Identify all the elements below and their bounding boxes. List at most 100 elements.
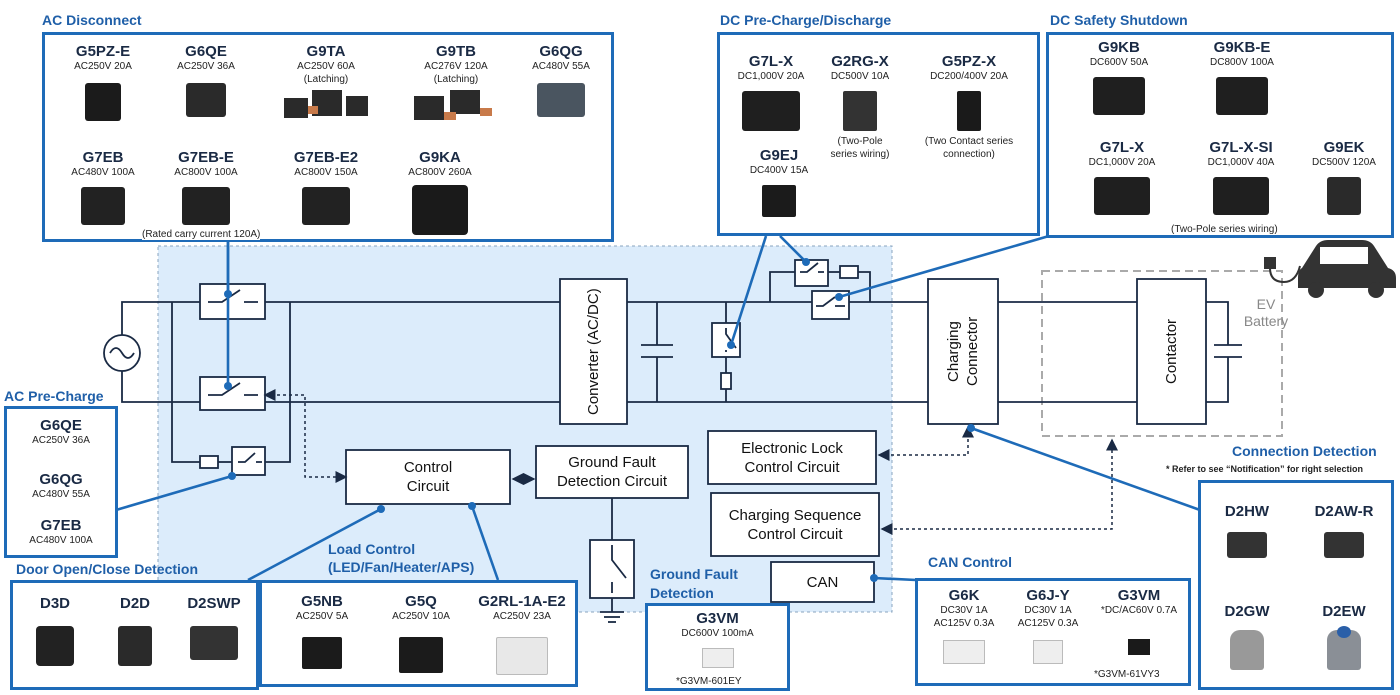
ac-precharge-relay <box>231 446 266 476</box>
ac-precharge-title: AC Pre-Charge <box>4 388 104 404</box>
relay-image <box>1216 77 1268 115</box>
relay-image <box>1093 77 1145 115</box>
product-spec: AC250V 36A <box>32 435 90 446</box>
relay-image <box>182 187 230 225</box>
product-name: G9KA <box>419 149 461 166</box>
product-name: G6QE <box>40 417 82 434</box>
dc-safety-panel: G9KB DC600V 50A G9KB-E DC800V 100A G7L-X… <box>1046 32 1394 238</box>
relay-image <box>701 648 734 668</box>
product-spec: AC480V 100A <box>71 167 135 178</box>
product-g3vm-can: G3VM *DC/AC60V 0.7A <box>1090 587 1188 655</box>
product-g5pz-e: G5PZ-E AC250V 20A <box>65 43 141 121</box>
product-name: G7EB-E <box>178 149 234 166</box>
gfd-circuit-label: Ground Fault Detection Circuit <box>556 454 668 490</box>
product-d2swp: D2SWP <box>179 595 249 660</box>
switch-image <box>1227 532 1267 558</box>
product-g6qg-precharge: G6QG AC480V 55A <box>7 471 115 501</box>
product-spec: DC30V 1A <box>940 605 988 616</box>
product-spec: AC125V 0.3A <box>1017 618 1079 629</box>
product-spec: DC500V 120A <box>1312 157 1376 168</box>
switch-image <box>1230 630 1264 670</box>
contactor-label: Contactor <box>1163 318 1180 385</box>
relay-image <box>742 91 800 131</box>
product-name: D2D <box>119 595 150 612</box>
relay-image <box>85 83 121 121</box>
product-g6qg: G6QG AC480V 55A <box>519 43 603 117</box>
product-d3d: D3D <box>25 595 85 666</box>
product-g9kb-e: G9KB-E DC800V 100A <box>1197 39 1287 115</box>
product-g9ka: G9KA AC800V 260A <box>385 149 495 235</box>
product-g9ta: G9TA AC250V 60A (Latching) <box>271 43 381 120</box>
product-g9ej: G9EJ DC400V 15A <box>734 147 824 217</box>
product-name: G6K <box>948 587 980 604</box>
product-spec: AC480V 55A <box>32 489 90 500</box>
door-detection-title: Door Open/Close Detection <box>16 561 199 577</box>
product-spec: DC30V 1A <box>1024 605 1072 616</box>
product-g2rl-1a-e2: G2RL-1A-E2 AC250V 23A <box>472 593 572 675</box>
product-name: G3VM <box>1117 587 1161 604</box>
contactor-block <box>1136 278 1207 425</box>
product-spec: AC250V 20A <box>74 61 132 72</box>
product-name: G9EJ <box>759 147 799 164</box>
product-g9ek: G9EK DC500V 120A <box>1301 139 1387 215</box>
product-spec: AC480V 100A <box>29 535 93 546</box>
product-name: G9KB-E <box>1213 39 1271 56</box>
can-control-footnote: *G3VM-61VY3 <box>1094 669 1160 680</box>
product-spec: AC800V 260A <box>408 167 472 178</box>
relay-image <box>284 90 368 120</box>
relay-image <box>1213 177 1269 215</box>
dc-safety-title: DC Safety Shutdown <box>1050 12 1188 28</box>
product-spec: *DC/AC60V 0.7A <box>1100 605 1178 616</box>
load-control-subtitle: (LED/Fan/Heater/APS) <box>328 559 475 575</box>
relay-image <box>957 91 981 131</box>
relay-image <box>1094 177 1150 215</box>
dc-precharge-relay <box>794 259 829 287</box>
relay-image <box>399 637 443 673</box>
ac-precharge-panel: G6QE AC250V 36A G6QG AC480V 55A G7EB AC4… <box>4 406 118 558</box>
product-name: G6J-Y <box>1026 587 1070 604</box>
can-block <box>770 561 875 603</box>
ac-disconnect-title: AC Disconnect <box>42 12 142 28</box>
can-label: CAN <box>806 573 839 591</box>
product-note: (Two-Pole series wiring) <box>830 136 890 160</box>
elock-block <box>707 430 877 485</box>
product-name: G7L-X <box>748 53 794 70</box>
switch-image <box>36 626 74 666</box>
switch-image <box>190 626 238 660</box>
product-spec: DC600V 100mA <box>681 628 754 639</box>
dc-precharge-panel: G7L-X DC1,000V 20A G2RG-X DC500V 10A (Tw… <box>717 32 1040 236</box>
relay-image <box>762 185 796 217</box>
product-name: G7EB <box>40 517 82 534</box>
ac-disconnect-footnote: (Rated carry current 120A) <box>142 229 261 240</box>
ground-fault-title: Ground Fault <box>650 566 738 582</box>
connection-detection-panel: D2HW D2AW-R D2GW D2EW <box>1198 480 1394 690</box>
elock-label: Electronic Lock Control Circuit <box>741 439 843 476</box>
product-g7eb-e: G7EB-E AC800V 100A <box>161 149 251 225</box>
product-spec: DC1,000V 40A <box>1207 157 1275 168</box>
ev-zone <box>1041 270 1283 437</box>
converter-label: Converter (AC/DC) <box>585 288 602 415</box>
product-spec: DC1,000V 20A <box>737 71 805 82</box>
control-circuit-label: Control Circuit <box>403 459 453 495</box>
product-spec: AC125V 0.3A <box>933 618 995 629</box>
product-spec: DC600V 50A <box>1089 57 1149 68</box>
precharge-resistor-ac <box>199 455 219 469</box>
product-name: G9KB <box>1098 39 1140 56</box>
product-spec: AC250V 36A <box>177 61 235 72</box>
product-spec: AC800V 150A <box>294 167 358 178</box>
product-d2gw: D2GW <box>1207 603 1287 670</box>
product-spec: AC250V 5A <box>295 611 349 622</box>
relay-image <box>943 640 985 664</box>
load-control-title: Load Control <box>328 541 416 557</box>
product-g6k: G6K DC30V 1A AC125V 0.3A <box>922 587 1006 664</box>
product-g7eb-e2: G7EB-E2 AC800V 150A <box>271 149 381 225</box>
product-g5nb: G5NB AC250V 5A <box>282 593 362 669</box>
product-d2hw: D2HW <box>1207 503 1287 558</box>
product-name: G7EB-E2 <box>293 149 359 166</box>
ac-relay-mid <box>199 376 266 411</box>
ground-fault-panel: G3VM DC600V 100mA *G3VM-601EY <box>645 603 790 691</box>
ground-fault-footnote: *G3VM-601EY <box>676 676 742 687</box>
product-g6qe: G6QE AC250V 36A <box>161 43 251 117</box>
product-name: D2HW <box>1224 503 1270 520</box>
